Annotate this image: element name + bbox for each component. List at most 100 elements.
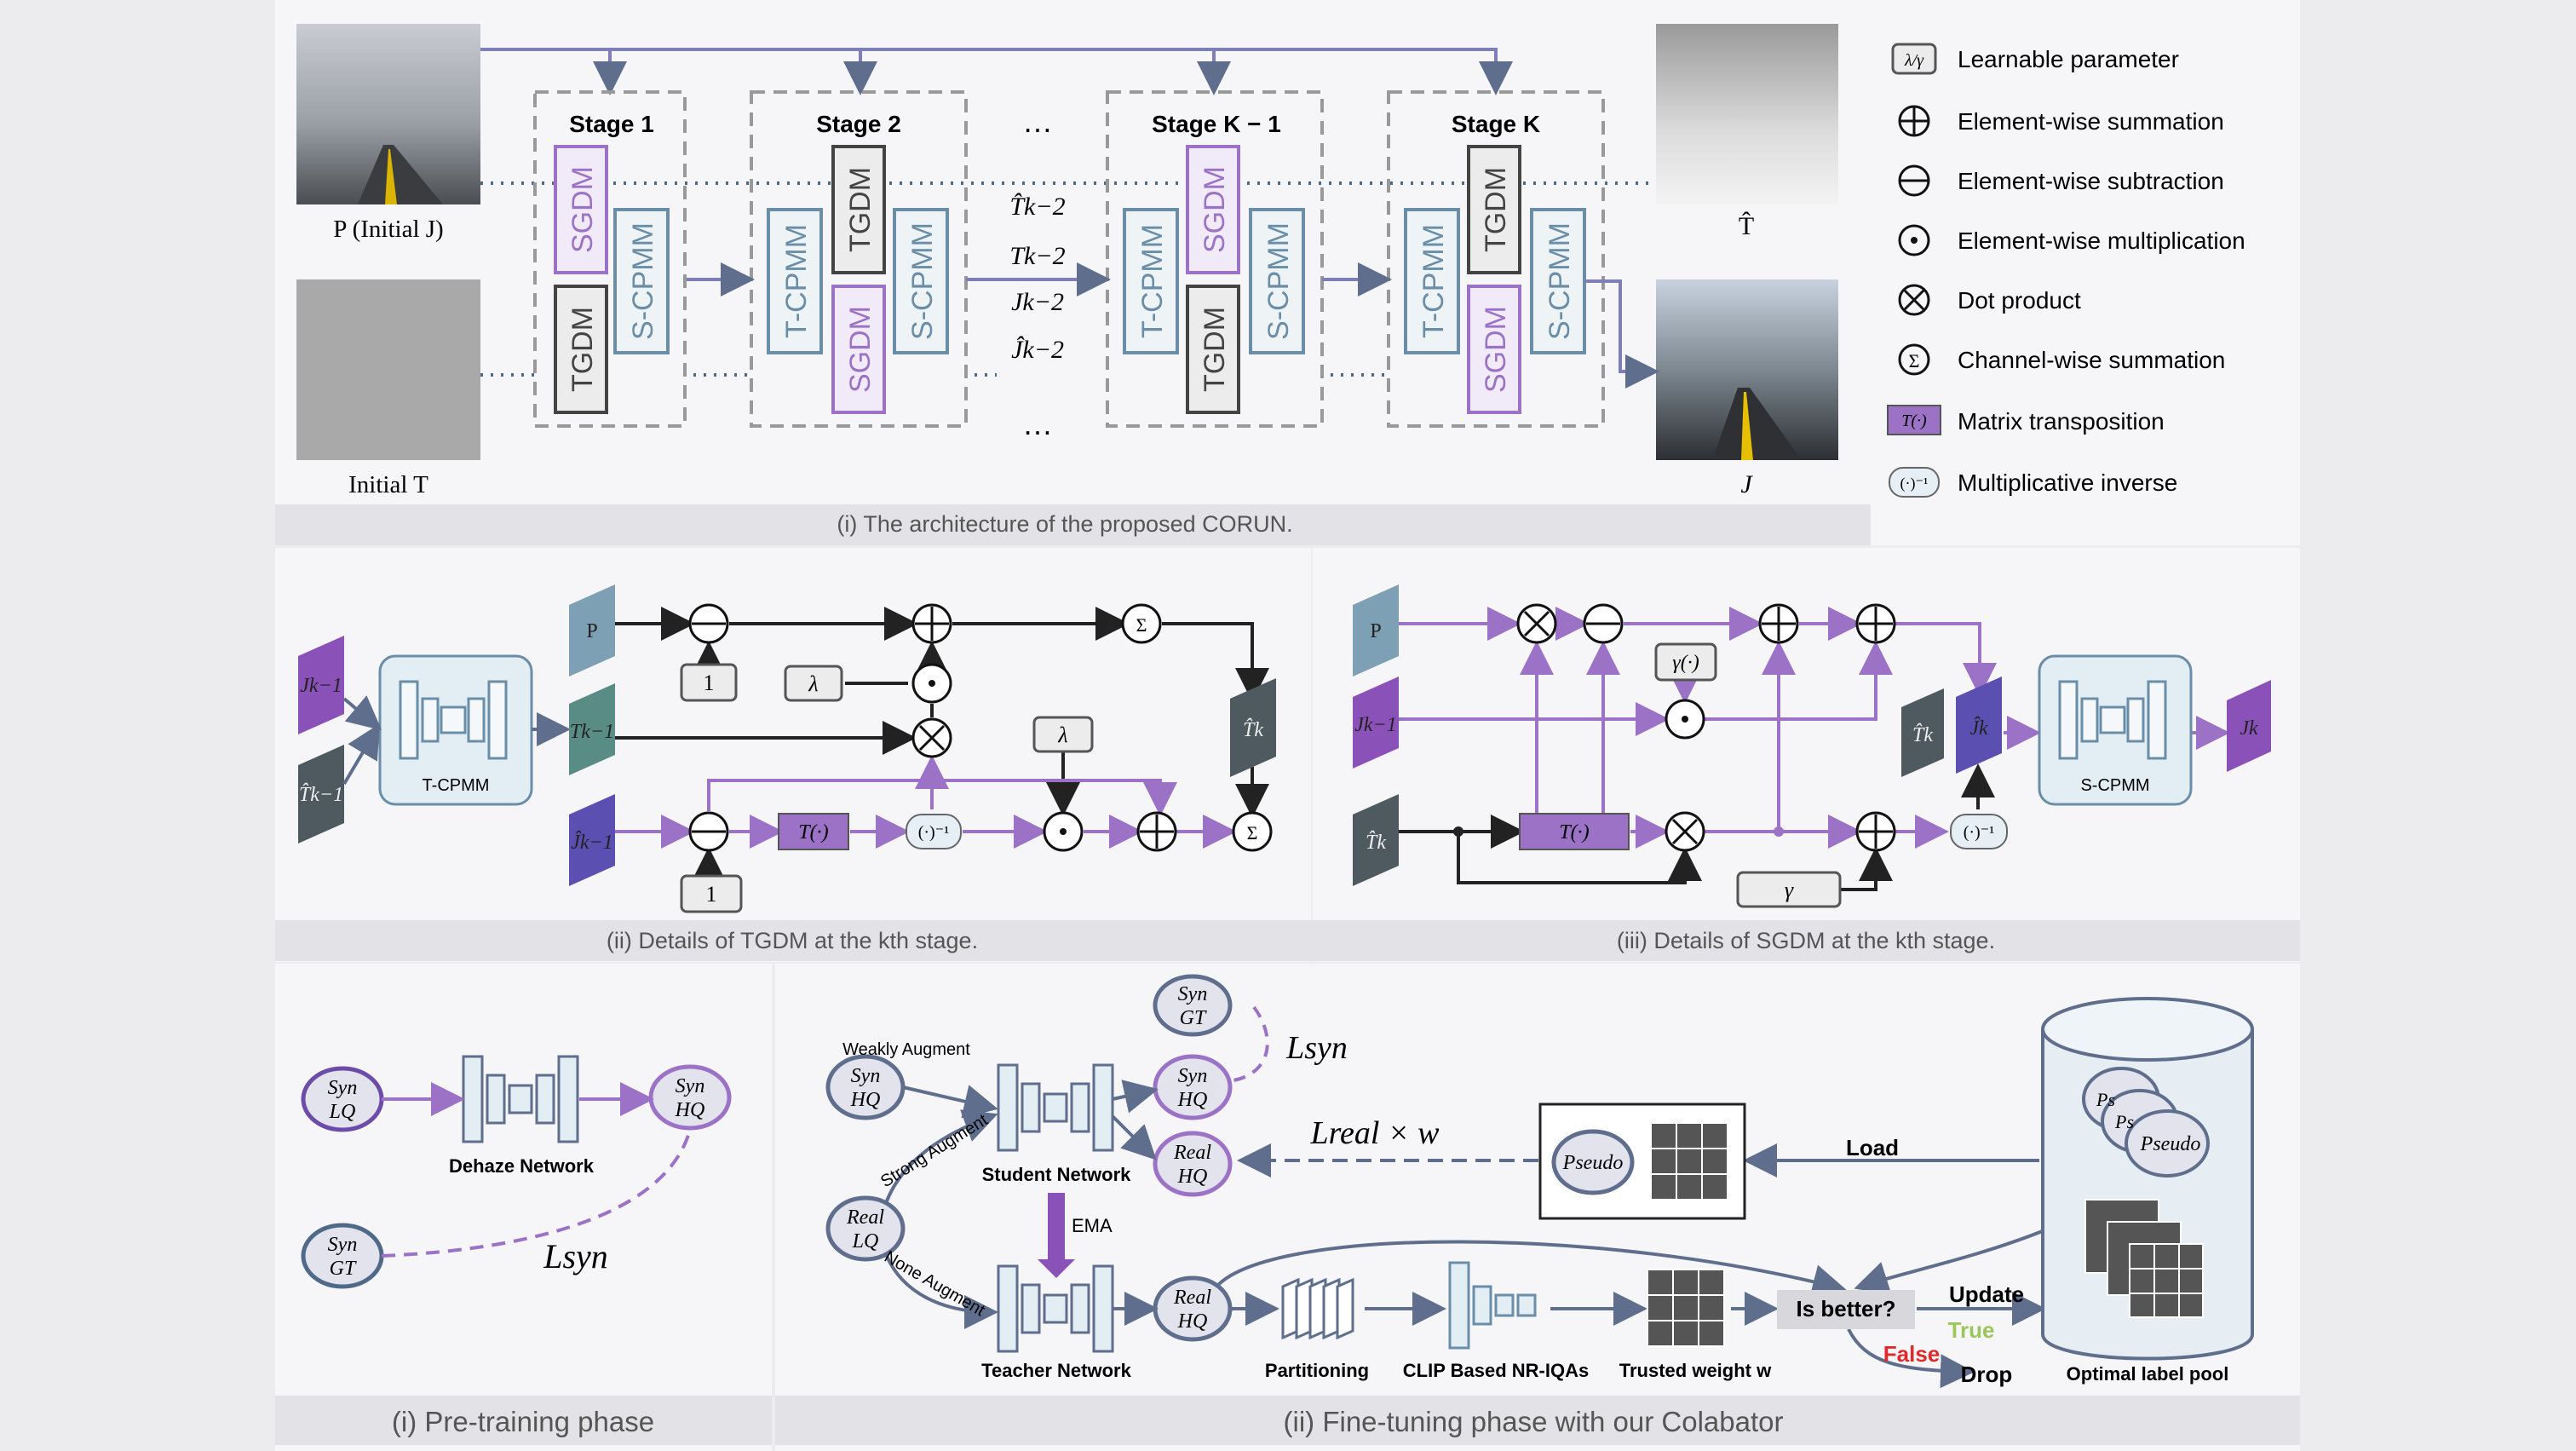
- dehazed-output-image: [1656, 279, 1838, 460]
- svg-text:T-CPMM: T-CPMM: [1136, 224, 1169, 338]
- svg-text:Jk−1: Jk−1: [1354, 714, 1397, 736]
- svg-text:Partitioning: Partitioning: [1265, 1360, 1369, 1381]
- svg-text:S-CPMM: S-CPMM: [906, 222, 939, 340]
- svg-text:S-CPMM: S-CPMM: [2080, 776, 2149, 795]
- legend-summation-icon: [1898, 105, 1930, 137]
- pretrain-caption: (i) Pre-training phase: [392, 1406, 654, 1437]
- svg-text:T(·): T(·): [798, 821, 828, 844]
- svg-text:Dehaze Network: Dehaze Network: [449, 1155, 595, 1177]
- svg-text:HQ: HQ: [675, 1099, 705, 1121]
- legend: λ/γ Learnable parameter Element-wise sum…: [1887, 43, 2245, 498]
- legend-inverse-icon: (·)⁻¹: [1889, 467, 1940, 498]
- svg-text:False: False: [1883, 1341, 1941, 1367]
- svg-text:T-CPMM: T-CPMM: [780, 224, 813, 338]
- pretrain-caption-bar: [275, 1396, 772, 1445]
- mid-label-that-j: Ĵk−2: [1011, 336, 1064, 364]
- svg-text:Lreal × w: Lreal × w: [1310, 1115, 1440, 1151]
- svg-text:LQ: LQ: [329, 1101, 356, 1123]
- svg-text:Lsyn: Lsyn: [1285, 1030, 1348, 1066]
- svg-text:Syn: Syn: [1178, 983, 1208, 1005]
- legend-label-4: Dot product: [1958, 287, 2081, 314]
- svg-text:HQ: HQ: [1177, 1166, 1208, 1188]
- svg-text:P: P: [1370, 620, 1381, 642]
- architecture-panel: [275, 0, 1871, 545]
- output-t-image: [1656, 24, 1838, 204]
- legend-multiplication-icon: [1898, 224, 1930, 256]
- svg-text:T-CPMM: T-CPMM: [1417, 224, 1450, 338]
- svg-text:Optimal label pool: Optimal label pool: [2067, 1363, 2229, 1385]
- svg-text:S-CPMM: S-CPMM: [1544, 222, 1576, 340]
- svg-text:SGDM: SGDM: [566, 166, 599, 253]
- tgdm-diagram: Jk−1 T̂k−1 T-CPMM P Tk−1 Ĵk−1: [298, 584, 1276, 913]
- svg-text:GT: GT: [330, 1258, 357, 1280]
- svg-text:TGDM: TGDM: [844, 167, 877, 252]
- stage-2: Stage 2 T-CPMM TGDM SGDM S-CPMM: [750, 90, 968, 428]
- hazy-input-image: [296, 24, 480, 204]
- svg-text:Ps: Ps: [2114, 1111, 2134, 1132]
- svg-text:SGDM: SGDM: [844, 306, 877, 393]
- tgdm-output: T̂k: [1243, 718, 1263, 741]
- svg-text:Σ: Σ: [1909, 350, 1920, 371]
- svg-text:Pseudo: Pseudo: [2140, 1133, 2201, 1155]
- svg-text:Student Network: Student Network: [982, 1164, 1132, 1185]
- svg-text:EMA: EMA: [1072, 1215, 1113, 1236]
- stage-1: Stage 1 SGDM TGDM S-CPMM: [533, 90, 687, 428]
- output-t-label: T̂: [1739, 211, 1754, 240]
- svg-text:(·)⁻¹: (·)⁻¹: [1900, 475, 1929, 492]
- svg-text:Update: Update: [1949, 1281, 2024, 1307]
- svg-text:Syn: Syn: [328, 1234, 358, 1256]
- tgdm-input-p: P: [586, 620, 597, 642]
- mid-label-that-t: T̂k−2: [1009, 193, 1065, 221]
- svg-text:Ps: Ps: [2096, 1089, 2115, 1110]
- svg-text:Real: Real: [1173, 1142, 1211, 1164]
- finetune-caption-bar: [775, 1396, 2300, 1445]
- svg-text:Stage 2: Stage 2: [816, 111, 901, 137]
- svg-text:SGDM: SGDM: [1199, 166, 1231, 253]
- svg-text:T(·): T(·): [1559, 821, 1589, 844]
- svg-text:(·)⁻¹: (·)⁻¹: [918, 823, 950, 842]
- middle-caption-bar: [275, 920, 2300, 961]
- svg-text:Pseudo: Pseudo: [1562, 1152, 1624, 1174]
- svg-text:Lsyn: Lsyn: [543, 1237, 608, 1275]
- legend-label-7: Multiplicative inverse: [1958, 469, 2177, 496]
- legend-dot-product-icon: [1898, 284, 1930, 316]
- svg-text:Syn: Syn: [851, 1065, 881, 1087]
- stage-connectors: [687, 262, 1659, 389]
- legend-label-6: Matrix transposition: [1958, 408, 2165, 435]
- finetune-diagram: Syn HQ Real LQ Syn GT Syn HQ Real HQ Rea…: [825, 974, 2254, 1389]
- svg-text:True: True: [1948, 1317, 1995, 1343]
- svg-text:λ: λ: [808, 671, 818, 696]
- svg-text:HQ: HQ: [1177, 1089, 1208, 1111]
- svg-text:Stage K: Stage K: [1452, 111, 1540, 137]
- svg-text:SGDM: SGDM: [1480, 306, 1512, 393]
- output-j-label: J: [1740, 470, 1753, 498]
- svg-text:GT: GT: [1180, 1007, 1207, 1029]
- ellipsis-top: …: [1022, 104, 1053, 139]
- svg-text:T̂k: T̂k: [1366, 831, 1386, 854]
- svg-text:Stage 1: Stage 1: [569, 111, 654, 137]
- svg-text:HQ: HQ: [850, 1089, 881, 1111]
- sgdm-diagram: P Jk−1 T̂k: [1353, 584, 2271, 908]
- legend-transpose-icon: T(·): [1887, 405, 1941, 435]
- legend-label-5: Channel-wise summation: [1958, 347, 2225, 373]
- input-t-label: Initial T: [348, 471, 428, 498]
- svg-text:γ: γ: [1785, 878, 1794, 902]
- svg-text:Σ: Σ: [1136, 614, 1147, 636]
- svg-text:Drop: Drop: [1961, 1362, 2013, 1387]
- stage-k-minus-1: Stage K − 1 T-CPMM SGDM TGDM S-CPMM: [1106, 90, 1324, 428]
- svg-text:Syn: Syn: [676, 1075, 705, 1097]
- svg-text:HQ: HQ: [1177, 1310, 1208, 1333]
- svg-text:T(·): T(·): [1901, 412, 1927, 430]
- svg-text:T̂k: T̂k: [1912, 723, 1933, 746]
- tgdm-input-j: Jk−1: [300, 675, 342, 697]
- tgdm-input-tk: Tk−1: [570, 721, 614, 743]
- svg-text:1: 1: [706, 882, 717, 907]
- p-broadcast-line: [480, 48, 1513, 95]
- pretrain-panel: [275, 964, 772, 1451]
- finetune-caption: (ii) Fine-tuning phase with our Colabato…: [1284, 1406, 1784, 1437]
- dotted-lines: [480, 181, 1653, 377]
- stage-k: Stage K T-CPMM TGDM SGDM S-CPMM: [1387, 90, 1605, 428]
- svg-text:Jk: Jk: [2240, 717, 2258, 740]
- svg-text:TGDM: TGDM: [1480, 167, 1512, 252]
